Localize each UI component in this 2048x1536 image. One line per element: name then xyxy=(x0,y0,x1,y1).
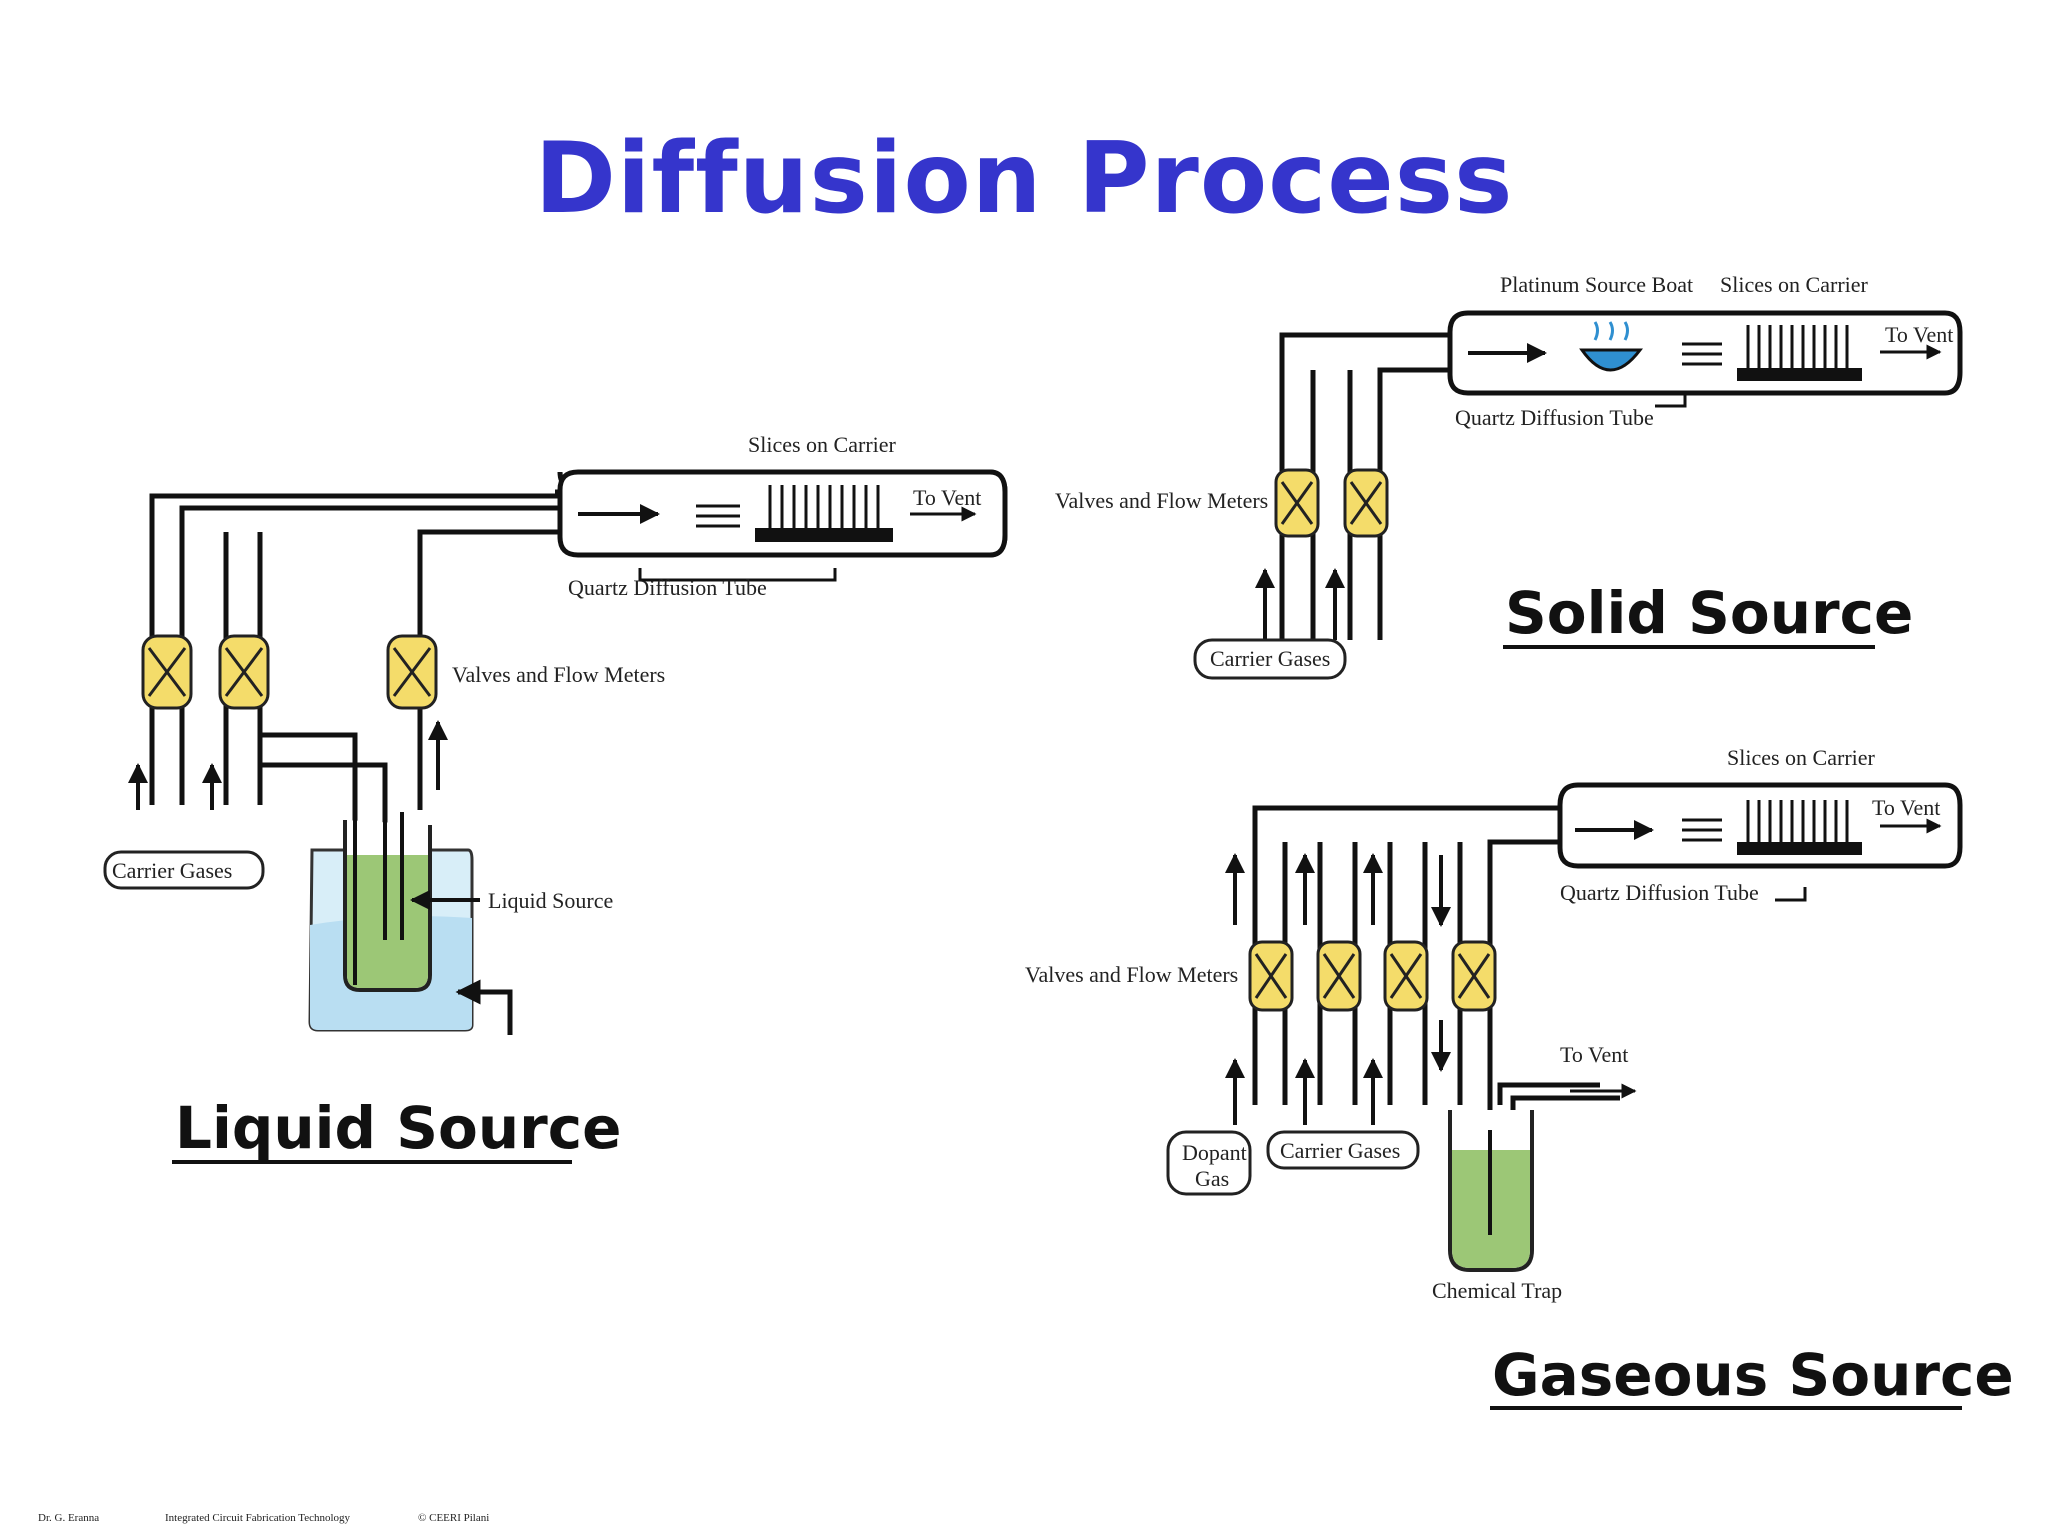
liquid-source-label: Liquid Source xyxy=(488,888,613,913)
solid-valves-label: Valves and Flow Meters xyxy=(1055,488,1268,513)
solid-tube-label: Quartz Diffusion Tube xyxy=(1455,405,1654,430)
solid-boat-label: Platinum Source Boat xyxy=(1500,272,1693,297)
gaseous-slices xyxy=(1746,800,1849,844)
liquid-valve-2 xyxy=(218,634,270,710)
liquid-source-diagram: Slices on Carrier To Vent Quartz Diffusi… xyxy=(103,432,1008,1164)
liquid-tube-label: Quartz Diffusion Tube xyxy=(568,575,767,600)
liquid-slices-label: Slices on Carrier xyxy=(748,432,897,457)
gaseous-source-diagram: Slices on Carrier To Vent Quartz Diffusi… xyxy=(1025,745,2014,1410)
gaseous-dopant-label-2: Gas xyxy=(1195,1166,1229,1191)
liquid-vent-label: To Vent xyxy=(913,485,981,510)
gaseous-slices-label: Slices on Carrier xyxy=(1727,745,1876,770)
liquid-carrier-label: Carrier Gases xyxy=(112,858,232,883)
gaseous-valve-2 xyxy=(1316,940,1362,1012)
gaseous-valve-1 xyxy=(1248,940,1294,1012)
gaseous-trap-vent-label: To Vent xyxy=(1560,1042,1628,1067)
gaseous-valves-label: Valves and Flow Meters xyxy=(1025,962,1238,987)
footer-author: Dr. G. Eranna xyxy=(38,1512,100,1524)
slide-title: Diffusion Process xyxy=(534,122,1514,236)
footer-copyright: © CEERI Pilani xyxy=(418,1512,490,1524)
solid-slices xyxy=(1746,325,1849,370)
gaseous-valve-4 xyxy=(1451,940,1497,1012)
solid-slices-label: Slices on Carrier xyxy=(1720,272,1869,297)
gaseous-carrier-label: Carrier Gases xyxy=(1280,1138,1400,1163)
solid-carrier-label: Carrier Gases xyxy=(1210,646,1330,671)
liquid-source-heading: Liquid Source xyxy=(175,1094,621,1162)
gaseous-vent-label: To Vent xyxy=(1872,795,1940,820)
gaseous-trap-label: Chemical Trap xyxy=(1432,1278,1562,1303)
solid-valve-2 xyxy=(1343,468,1389,538)
gaseous-dopant-label-1: Dopant xyxy=(1182,1140,1247,1165)
solid-source-diagram: Platinum Source Boat Slices on Carrier T… xyxy=(1055,272,1963,680)
gaseous-tube-label: Quartz Diffusion Tube xyxy=(1560,880,1759,905)
liquid-slices xyxy=(768,485,880,530)
solid-valve-1 xyxy=(1274,468,1320,538)
liquid-valves-label: Valves and Flow Meters xyxy=(452,662,665,687)
solid-source-heading: Solid Source xyxy=(1505,579,1913,647)
liquid-valve-1 xyxy=(141,634,193,710)
gaseous-valve-3 xyxy=(1383,940,1429,1012)
gaseous-source-heading: Gaseous Source xyxy=(1492,1341,2014,1409)
solid-vent-label: To Vent xyxy=(1885,322,1953,347)
footer-course: Integrated Circuit Fabrication Technolog… xyxy=(165,1512,351,1524)
liquid-valve-3 xyxy=(386,634,438,710)
